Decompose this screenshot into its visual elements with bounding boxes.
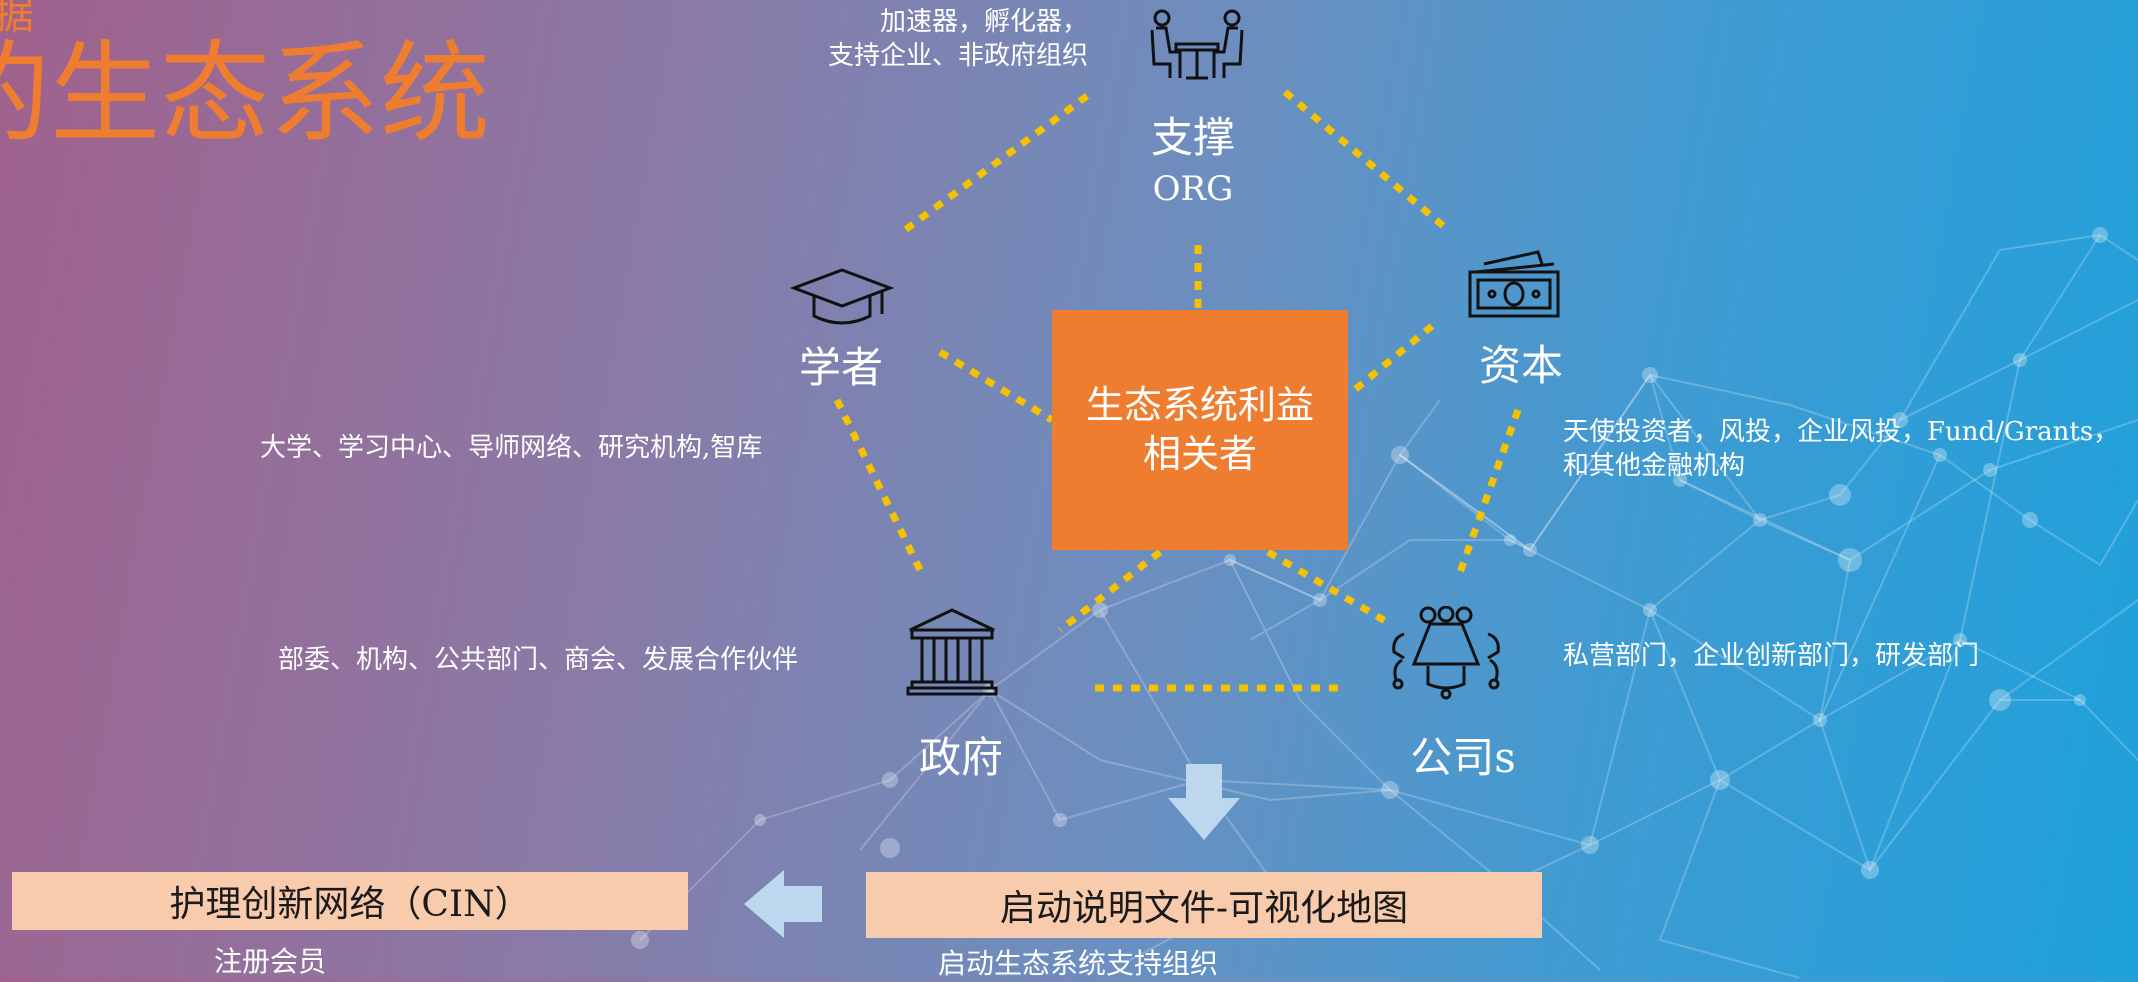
government-building-icon (906, 606, 998, 698)
visual-map-subtitle: 启动生态系统支持组织 (938, 947, 1219, 980)
node-academia-desc: 大学、学习中心、导师网络、研究机构,智库 (260, 433, 763, 463)
node-support-desc-line2: 支持企业、非政府组织 (827, 40, 1088, 71)
node-company-label: 公司s (1410, 733, 1516, 782)
connector-center-government (1057, 549, 1163, 633)
node-support-desc: 加速器，孵化器， 支持企业、非政府组织 (808, 6, 1088, 74)
node-support-label: 支撑 (1150, 113, 1235, 162)
page-title: 的生态系统 (0, 30, 490, 158)
connector-center-company (1266, 548, 1394, 629)
connector-academia-government (833, 398, 924, 572)
cin-subtitle: 注册会员 (214, 945, 327, 978)
node-capital-desc-line1: 天使投资者，风投，企业风投，Fund/Grants， (1563, 417, 2120, 447)
conference-table-icon (1388, 606, 1504, 700)
connector-support-capital (1282, 89, 1451, 233)
visual-map-box: 启动说明文件-可视化地图 (866, 872, 1542, 938)
node-government-desc: 部委、机构、公共部门、商会、发展合作伙伴 (278, 645, 799, 675)
cin-box: 护理创新网络（CIN） (12, 872, 688, 930)
node-government-label: 政府 (918, 733, 1003, 782)
connector-support-academia (902, 93, 1090, 233)
money-icon (1466, 250, 1562, 320)
meeting-icon (1148, 8, 1246, 82)
down-arrow-icon (1168, 764, 1240, 840)
node-capital-desc-line2: 和其他金融机构 (1563, 450, 1746, 481)
connector-capital-company (1454, 408, 1522, 580)
connector-capital-center (1349, 323, 1435, 395)
node-academia-label: 学者 (798, 343, 883, 392)
node-capital-label: 资本 (1478, 341, 1563, 390)
title-fragment: 据 (0, 0, 34, 38)
center-line1: 生态系统利益 (1085, 382, 1314, 427)
node-capital-desc: 天使投资者，风投，企业风投，Fund/Grants， 和其他金融机构 (1563, 416, 2119, 484)
center-line2: 相关者 (1142, 432, 1257, 476)
graduation-cap-icon (790, 266, 894, 328)
node-support-sub: ORG (1152, 169, 1234, 209)
left-arrow-icon (744, 870, 822, 938)
node-support-desc-line1: 加速器，孵化器， (879, 7, 1088, 37)
center-stakeholders-box: 生态系统利益 相关者 (1052, 310, 1348, 550)
connector-academia-center (938, 349, 1054, 423)
node-company-desc: 私营部门，企业创新部门，研发部门 (1563, 641, 1980, 671)
